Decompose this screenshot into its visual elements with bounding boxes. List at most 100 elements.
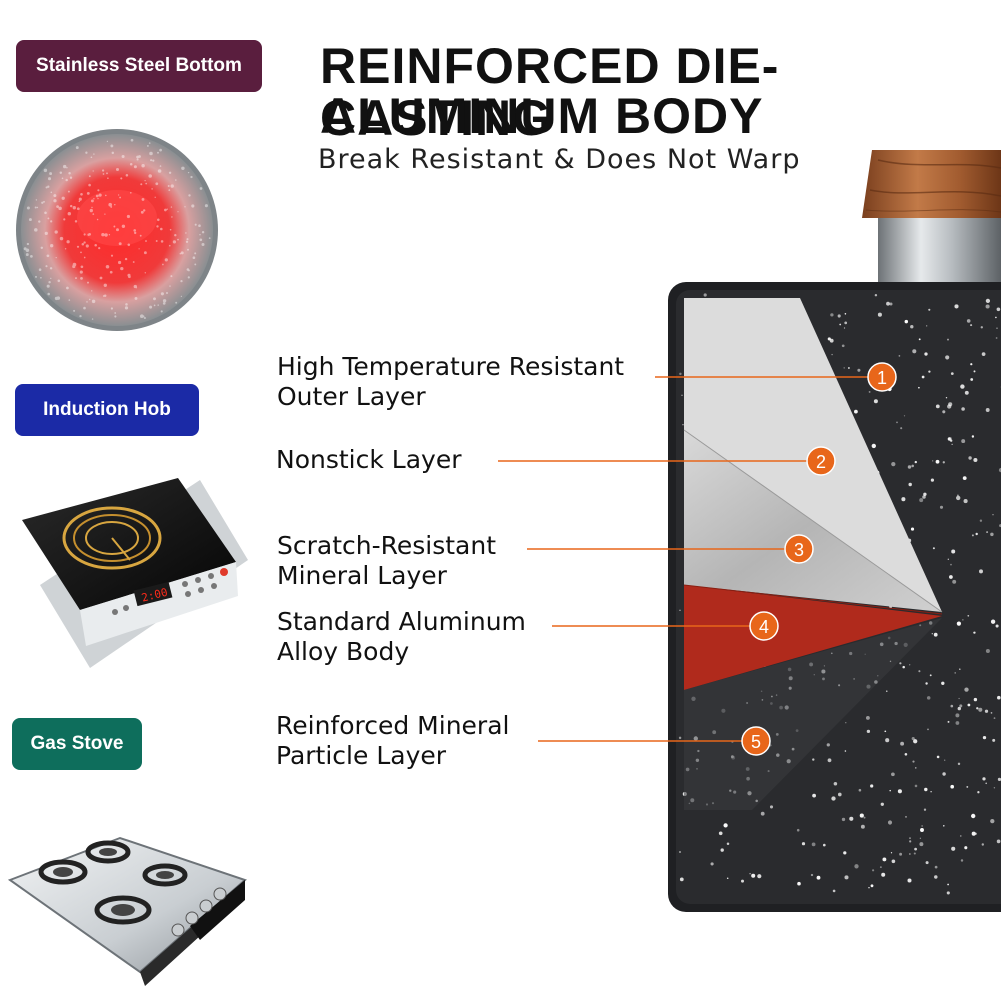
- granite-speckle: [933, 632, 938, 637]
- disk-speckle: [66, 286, 69, 290]
- disk-speckle: [38, 268, 42, 271]
- granite-speckle: [993, 787, 996, 789]
- granite-speckle: [925, 682, 928, 685]
- disk-speckle: [65, 178, 68, 182]
- layer-label-3-line2: Mineral Layer: [277, 561, 447, 590]
- disk-speckle: [86, 301, 88, 303]
- disk-speckle: [127, 273, 131, 277]
- disk-speckle: [44, 211, 47, 215]
- granite-speckle: [914, 460, 917, 464]
- disk-speckle: [91, 318, 94, 320]
- granite-speckle: [973, 697, 978, 702]
- disk-speckle: [175, 179, 177, 181]
- disk-speckle: [69, 204, 73, 208]
- disk-speckle: [83, 241, 86, 244]
- granite-speckle: [981, 352, 986, 356]
- granite-speckle: [936, 755, 940, 759]
- granite-speckle: [858, 788, 862, 792]
- granite-speckle: [841, 344, 845, 348]
- disk-speckle: [124, 306, 129, 310]
- disk-speckle: [87, 233, 90, 237]
- granite-speckle: [947, 720, 950, 723]
- granite-speckle: [870, 884, 874, 888]
- disk-speckle: [49, 267, 53, 270]
- disk-speckle: [85, 244, 89, 248]
- disk-speckle: [67, 211, 72, 216]
- disk-speckle: [83, 233, 86, 236]
- granite-speckle: [918, 670, 921, 673]
- disk-speckle: [142, 315, 145, 318]
- granite-speckle: [913, 739, 918, 744]
- disk-speckle: [88, 183, 91, 187]
- granite-speckle: [679, 877, 684, 882]
- granite-speckle: [947, 404, 952, 409]
- granite-speckle: [961, 407, 965, 411]
- granite-speckle: [843, 327, 846, 329]
- disk-speckle: [76, 207, 80, 211]
- granite-speckle: [942, 461, 945, 464]
- disk-speckle: [179, 252, 182, 255]
- granite-speckle: [950, 439, 953, 442]
- disk-speckle: [80, 277, 83, 280]
- granite-speckle: [896, 421, 898, 424]
- granite-speckle: [919, 498, 924, 503]
- granite-speckle: [827, 758, 832, 763]
- layer-label-5: Reinforced Mineral Particle Layer: [276, 711, 509, 771]
- granite-speckle: [912, 349, 917, 354]
- disk-speckle: [155, 240, 158, 242]
- disk-speckle: [80, 192, 83, 196]
- granite-speckle: [954, 304, 959, 309]
- granite-speckle: [947, 338, 949, 341]
- granite-speckle: [913, 852, 916, 855]
- granite-speckle: [904, 753, 908, 756]
- granite-speckle: [891, 772, 895, 777]
- disk-speckle: [75, 277, 77, 280]
- disk-speckle: [138, 248, 140, 250]
- disk-speckle: [136, 155, 140, 159]
- granite-speckle: [844, 321, 848, 325]
- granite-speckle: [881, 872, 886, 877]
- granite-speckle: [720, 848, 724, 852]
- disk-speckle: [45, 265, 48, 268]
- disk-speckle: [80, 251, 82, 254]
- granite-speckle: [947, 883, 949, 886]
- disk-speckle: [110, 144, 114, 148]
- disk-speckle: [180, 251, 184, 255]
- granite-speckle: [974, 832, 977, 835]
- granite-speckle: [998, 467, 1001, 473]
- disk-speckle: [140, 314, 144, 318]
- disk-speckle: [124, 257, 128, 261]
- granite-speckle: [910, 325, 914, 329]
- disk-speckle: [164, 208, 167, 212]
- disk-speckle: [155, 182, 159, 186]
- granite-speckle: [911, 464, 914, 468]
- granite-speckle: [872, 869, 875, 872]
- granite-speckle: [723, 823, 728, 828]
- granite-speckle: [952, 579, 957, 584]
- stainless-bottom-image: [16, 129, 218, 331]
- granite-speckle: [971, 435, 975, 438]
- layer-marker-1: 1: [867, 362, 897, 392]
- granite-speckle: [769, 805, 774, 809]
- granite-speckle: [907, 878, 912, 883]
- disk-speckle: [130, 138, 134, 142]
- disk-speckle: [26, 206, 30, 210]
- granite-speckle: [927, 728, 929, 731]
- granite-speckle: [978, 707, 983, 712]
- disk-speckle: [199, 187, 203, 190]
- granite-speckle: [951, 846, 956, 851]
- granite-speckle: [985, 408, 990, 412]
- disk-speckle: [57, 279, 61, 283]
- granite-speckle: [985, 298, 991, 304]
- granite-speckle: [857, 368, 861, 372]
- granite-speckle: [980, 326, 983, 329]
- granite-speckle: [877, 312, 882, 317]
- disk-speckle: [106, 140, 109, 143]
- granite-speckle: [900, 427, 903, 430]
- disk-speckle: [208, 237, 211, 239]
- disk-speckle: [89, 208, 93, 213]
- disk-speckle: [102, 295, 105, 297]
- granite-speckle: [993, 717, 996, 719]
- disk-speckle: [74, 220, 78, 223]
- granite-speckle: [839, 323, 842, 326]
